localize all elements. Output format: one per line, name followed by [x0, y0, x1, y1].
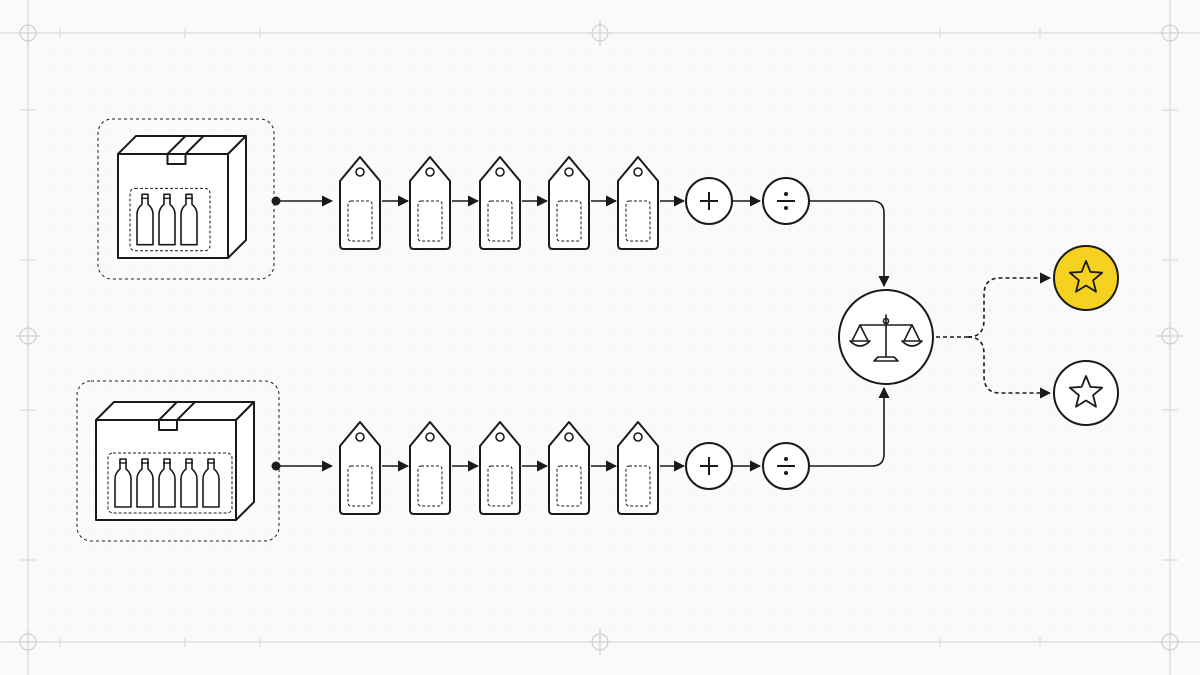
- bottle-icon: [158, 193, 176, 246]
- bottle-icon: [158, 458, 176, 508]
- connector-arrow: [967, 272, 1052, 338]
- plus-icon: [685, 442, 733, 490]
- balance-scale-icon: [838, 289, 934, 385]
- plus-icon: [685, 177, 733, 225]
- registration-mark-icon: [587, 20, 613, 46]
- product-box: [76, 380, 280, 542]
- bottle-icon: [114, 458, 132, 508]
- price-tag-icon: [409, 156, 451, 250]
- bottle-icon: [180, 193, 198, 246]
- registration-mark-icon: [15, 323, 41, 349]
- price-tag-icon: [479, 156, 521, 250]
- divide-icon: [762, 177, 810, 225]
- connectors: [271, 195, 1052, 472]
- star-icon: [1053, 360, 1119, 426]
- start-dot: [271, 461, 281, 471]
- connector-arrow: [967, 336, 1052, 399]
- bottle-icon: [136, 458, 154, 508]
- price-tag-icon: [617, 421, 659, 515]
- bottle-icon: [180, 458, 198, 508]
- bottle-icon: [136, 193, 154, 246]
- connector-arrow: [809, 200, 890, 288]
- registration-mark-icon: [587, 629, 613, 655]
- price-tag-icon: [479, 421, 521, 515]
- registration-mark-icon: [15, 629, 41, 655]
- registration-mark-icon: [1157, 323, 1183, 349]
- registration-mark-icon: [15, 20, 41, 46]
- price-tag-icon: [617, 156, 659, 250]
- price-tag-icon: [339, 156, 381, 250]
- nodes: [76, 118, 1119, 542]
- price-tag-icon: [409, 421, 451, 515]
- divide-icon: [762, 442, 810, 490]
- price-tag-icon: [339, 421, 381, 515]
- cardboard-box-icon: [117, 135, 247, 259]
- price-tag-icon: [548, 156, 590, 250]
- product-box: [97, 118, 275, 280]
- highlighted-star-icon: [1053, 245, 1119, 311]
- cardboard-box-icon: [95, 401, 255, 521]
- bottle-icon: [202, 458, 220, 508]
- registration-mark-icon: [1157, 629, 1183, 655]
- price-tag-icon: [548, 421, 590, 515]
- connector-arrow: [809, 386, 890, 467]
- registration-mark-icon: [1157, 20, 1183, 46]
- start-dot: [271, 196, 281, 206]
